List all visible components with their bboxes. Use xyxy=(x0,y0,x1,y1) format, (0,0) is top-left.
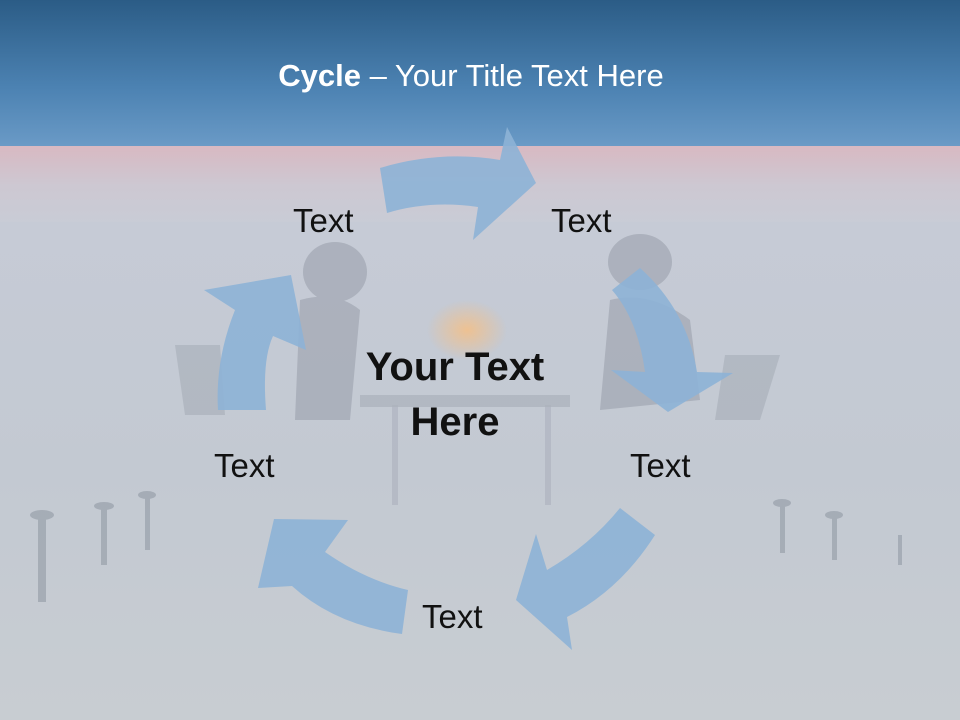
candle-glow xyxy=(427,300,507,360)
cycle-label-top-left: Text xyxy=(293,202,354,239)
cycle-arrow-top xyxy=(380,127,536,240)
center-text: Your Text Here xyxy=(325,340,585,450)
title-rest: – Your Title Text Here xyxy=(361,58,664,93)
title-bold: Cycle xyxy=(278,58,361,93)
cycle-label-bottom: Text xyxy=(422,598,483,635)
center-text-line2: Here xyxy=(410,400,500,444)
cycle-arrow-bottom-left xyxy=(258,519,408,634)
cycle-label-left: Text xyxy=(214,447,275,484)
slide-title: Cycle – Your Title Text Here xyxy=(0,56,942,96)
cycle-arrow-right xyxy=(611,268,733,412)
cycle-arrow-left xyxy=(204,275,306,410)
torch-lamps xyxy=(30,491,902,602)
cycle-label-top-right: Text xyxy=(551,202,612,239)
center-text-line1: Your Text xyxy=(365,345,545,389)
cycle-label-right: Text xyxy=(630,447,691,484)
title-bar: Cycle – Your Title Text Here xyxy=(0,0,960,146)
cycle-arrow-bottom-right xyxy=(516,508,655,650)
